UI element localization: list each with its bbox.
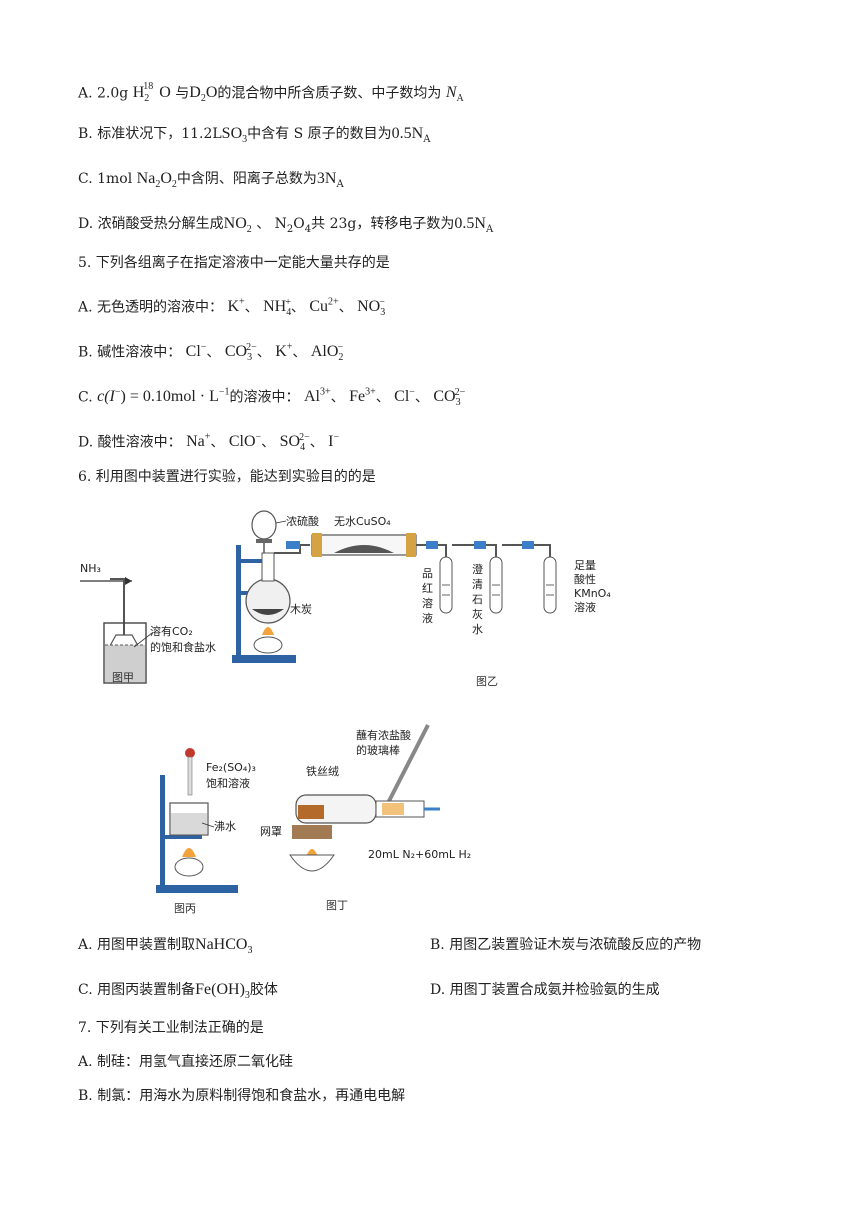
ding-caption: 图丁 [326,899,348,912]
q6-option-a: A. 用图甲装置制取NaHCO3 [78,936,253,957]
ding-wool-label: 铁丝绒 [306,765,339,778]
yi-tube-label: 无水CuSO₄ [334,515,391,528]
bing-caption: 图丙 [174,902,196,915]
svg-text:溶: 溶 [422,596,433,610]
q6-option-b: B. 用图乙装置验证木炭与浓硫酸反应的产物 [430,937,702,953]
q6-option-d: D. 用图丁装置合成氨并检验氨的生成 [430,982,660,998]
q6-stem: 6. 利用图中装置进行实验，能达到实验目的的是 [78,469,376,485]
svg-text:水: 水 [472,623,483,636]
q6-apparatus-figure: NH₃ 溶有CO₂ 的饱和食盐水 图甲 浓硫酸 木炭 [80,510,611,915]
jia-liquid-label-2: 的饱和食盐水 [150,640,216,654]
figure-jia: NH₃ 溶有CO₂ 的饱和食盐水 图甲 [80,562,216,684]
figure-yi: 浓硫酸 木炭 无水CuSO₄ 品 红 [232,510,611,688]
yi-caption: 图乙 [476,675,498,688]
figure-ding: 蘸有浓盐酸 的玻璃棒 铁丝绒 网罩 20mL N₂+60mL H₂ 图丁 [260,724,471,912]
svg-text:溶液: 溶液 [574,600,596,614]
jia-liquid-label-1: 溶有CO₂ [150,624,193,638]
ding-rod-label-1: 蘸有浓盐酸 [356,728,411,742]
ding-net-label: 网罩 [260,825,282,838]
yi-tube1-label: 品 红 溶 液 [422,567,433,625]
svg-text:液: 液 [422,611,433,625]
q7-stem: 7. 下列有关工业制法正确的是 [78,1020,264,1036]
q4-option-d: D. 浓硝酸受热分解生成NO2 、 N2O4共 23g，转移电子数为0.5NA [78,215,494,236]
q5-option-d: D. 酸性溶液中： Na+、 ClO−、 SO42−、 I− [78,432,340,454]
yi-tube2-label: 澄 清 石 灰 水 [472,562,483,636]
jia-caption: 图甲 [112,671,134,684]
svg-text:灰: 灰 [472,607,483,621]
q5-stem: 5. 下列各组离子在指定溶液中一定能大量共存的是 [78,255,390,271]
jia-gas-label: NH₃ [80,562,101,575]
bing-water-label: 沸水 [214,820,236,833]
q5-option-c: C. c(I−) = 0.10mol · L−1的溶液中： Al3+、 Fe3+… [78,387,466,409]
q4-option-c: C. 1mol Na2O2中含阴、阳离子总数为3NA [78,170,344,191]
svg-text:足量: 足量 [574,559,596,572]
ding-gas-label: 20mL N₂+60mL H₂ [368,848,471,861]
svg-text:石: 石 [472,593,483,606]
yi-tube3-label: 足量 酸性 KMnO₄ 溶液 [574,559,611,614]
q6-option-c: C. 用图丙装置制备Fe(OH)3胶体 [78,981,278,1002]
svg-text:清: 清 [472,578,483,591]
bing-reagent-label-1: Fe₂(SO₄)₃ [206,761,256,774]
ding-rod-label-2: 的玻璃棒 [356,743,400,757]
yi-solid-label: 木炭 [290,603,312,616]
q7-option-a: A. 制硅：用氢气直接还原二氧化硅 [78,1054,294,1070]
svg-text:品: 品 [422,567,433,580]
svg-text:红: 红 [422,582,433,595]
svg-text:澄: 澄 [472,562,483,576]
q5-option-a: A. 无色透明的溶液中： K+、 NH4+、 Cu2+、 NO3− [78,297,386,319]
q7-option-b: B. 制氯：用海水为原料制得饱和食盐水，再通电电解 [78,1088,406,1104]
q5-option-b: B. 碱性溶液中： Cl−、 CO32−、 K+、 AlO2− [78,342,344,364]
yi-acid-label: 浓硫酸 [286,514,319,528]
q4-option-b: B. 标准状况下，11.2LSO3中含有 S 原子的数目为0.5NA [78,125,431,146]
bing-reagent-label-2: 饱和溶液 [206,776,250,790]
figure-bing: Fe₂(SO₄)₃ 饱和溶液 沸水 图丙 [156,748,256,915]
svg-text:酸性: 酸性 [574,572,596,586]
svg-text:KMnO₄: KMnO₄ [574,587,611,600]
